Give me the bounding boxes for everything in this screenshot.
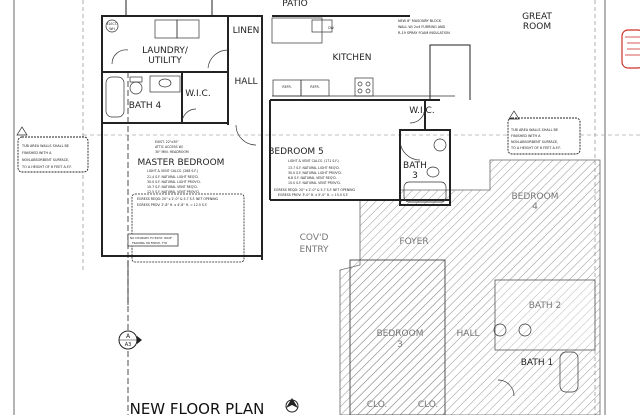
svg-text:LIGHT & VENT CALCS. (171 S.F.): LIGHT & VENT CALCS. (171 S.F.) (288, 159, 339, 163)
svg-text:WALL W/ 2x4 FURRING AND: WALL W/ 2x4 FURRING AND (398, 25, 446, 29)
room-clo-1: CLO. (367, 400, 388, 410)
svg-text:EGRESS REQD: 20" x 2'-0" & 5.7: EGRESS REQD: 20" x 2'-0" & 5.7 S.F. NET … (274, 188, 356, 192)
attic-note: EXIST. 22"x30" ATTIC ACCESS W/ 30" MIN. … (155, 140, 189, 154)
revision-cloud (131, 193, 245, 263)
section-marker-top: A (126, 333, 131, 340)
room-bedroom3-1: BEDROOM (377, 329, 424, 339)
svg-text:FINISHED WITH A: FINISHED WITH A (22, 151, 52, 155)
tub-note-left: TUB AREA WALLS SHALL BE FINISHED WITH A … (21, 144, 72, 169)
tub-note-right-cloud (507, 117, 581, 155)
svg-text:EGRESS PROV: 2'-8" H. x 4'-8": EGRESS PROV: 2'-8" H. x 4'-8" H. = 12.5 … (137, 203, 207, 207)
room-foyer: FOYER (399, 237, 428, 247)
svg-text:30.0 S.F. NATURAL LIGHT PROV'D: 30.0 S.F. NATURAL LIGHT PROV'D. (288, 171, 342, 175)
tub-note-right: TUB AREA WALLS SHALL BE FINISHED WITH A … (510, 128, 561, 150)
room-linen: LINEN (233, 26, 260, 36)
refr-label-1: REFR. (282, 85, 291, 89)
svg-text:NON-ABSORBENT SURFACE,: NON-ABSORBENT SURFACE, (22, 158, 69, 162)
svg-text:10.7 S.F. NATURAL VENT REQ'D.: 10.7 S.F. NATURAL VENT REQ'D. (147, 185, 198, 189)
door-swings (111, 49, 515, 397)
room-great-room-1: GREAT (522, 12, 552, 22)
north-arrow-icon (285, 398, 299, 413)
warning-icon (508, 110, 520, 120)
svg-text:TUB AREA WALLS SHALL BE: TUB AREA WALLS SHALL BE (21, 144, 69, 148)
room-bath4: BATH 4 (129, 101, 162, 111)
fixtures (105, 17, 579, 393)
room-bedroom4-2: 4 (532, 202, 538, 212)
room-bedroom4-1: BEDROOM (512, 192, 559, 202)
svg-text:TO A HEIGHT OF 6 FEET A.F.F.: TO A HEIGHT OF 6 FEET A.F.F. (510, 146, 561, 150)
warning-icon (16, 126, 28, 136)
svg-text:NEW 8" MASONRY BLOCK: NEW 8" MASONRY BLOCK (398, 19, 442, 23)
room-bath1: BATH 1 (521, 358, 553, 368)
svg-text:15.0 S.F. NATURAL VENT PROV'D.: 15.0 S.F. NATURAL VENT PROV'D. (288, 181, 341, 185)
room-bath3-2: 3 (412, 171, 418, 181)
room-laundry-1: LAUNDRY/ (142, 46, 189, 56)
svg-text:R-19 SPRAY FOAM INSULATION: R-19 SPRAY FOAM INSULATION (398, 31, 450, 35)
approval-stamp-marks (625, 36, 640, 56)
svg-text:30.0 S.F. NATURAL LIGHT PROV'D: 30.0 S.F. NATURAL LIGHT PROV'D. (147, 180, 201, 184)
svg-text:6.8 S.F. NATURAL VENT REQ'D.: 6.8 S.F. NATURAL VENT REQ'D. (288, 176, 337, 180)
room-laundry-2: UTILITY (148, 56, 182, 66)
svg-text:NON-ABSORBENT SURFACE,: NON-ABSORBENT SURFACE, (511, 140, 558, 144)
svg-text:13.7 S.F. NATURAL LIGHT REQ'D.: 13.7 S.F. NATURAL LIGHT REQ'D. (288, 166, 340, 170)
svg-text:EGRESS REQD: 20" x 2'-0" & 5.7: EGRESS REQD: 20" x 2'-0" & 5.7 S.F. NET … (137, 197, 219, 201)
room-wic-master: W.I.C. (185, 89, 210, 99)
room-master-bedroom: MASTER BEDROOM (138, 158, 225, 168)
room-covd-entry-1: COV'D (300, 233, 329, 243)
existing-hatched-area (339, 159, 601, 415)
masonry-note: NEW 8" MASONRY BLOCK WALL W/ 2x4 FURRING… (398, 19, 450, 35)
room-bath3-1: BATH (403, 161, 427, 171)
room-kitchen: KITCHEN (333, 53, 372, 63)
master-calcs: LIGHT & VENT CALCS. (268 S.F.) 21.4 S.F.… (137, 169, 219, 207)
room-wic-bed5: W.I.C. (409, 106, 434, 116)
section-marker: A A3 (118, 260, 142, 350)
svg-text:LIGHT & VENT CALCS. (268 S.F.): LIGHT & VENT CALCS. (268 S.F.) (147, 169, 198, 173)
svg-text:EGRESS PROV: 3'-0" H. x 5'-0": EGRESS PROV: 3'-0" H. x 5'-0" H. = 15.0 … (278, 193, 348, 197)
svg-text:NO CHANGES TO EXIST. ROOF: NO CHANGES TO EXIST. ROOF (130, 236, 172, 240)
room-great-room-2: ROOM (523, 22, 551, 32)
drawing-title: NEW FLOOR PLAN (130, 400, 265, 415)
room-bedroom5: BEDROOM 5 (268, 147, 324, 157)
svg-text:FRAMING OR FINISH, TYP.: FRAMING OR FINISH, TYP. (132, 241, 167, 245)
section-marker-bottom: A3 (125, 342, 132, 348)
room-hall-lower: HALL (457, 329, 480, 339)
room-bath2: BATH 2 (529, 301, 561, 311)
svg-text:21.4 S.F. NATURAL LIGHT REQ'D.: 21.4 S.F. NATURAL LIGHT REQ'D. (147, 175, 199, 179)
bedroom5-calcs: LIGHT & VENT CALCS. (171 S.F.) 13.7 S.F.… (274, 159, 356, 197)
svg-text:30" MIN. HEADROOM: 30" MIN. HEADROOM (155, 150, 189, 154)
refr-label-2: REFR. (310, 85, 319, 89)
elect-wh-label-2: WH (109, 27, 115, 31)
room-hall: HALL (235, 77, 258, 87)
svg-text:TO A HEIGHT OF 6 FEET A.F.F.: TO A HEIGHT OF 6 FEET A.F.F. (21, 165, 72, 169)
svg-text:ATTIC ACCESS W/: ATTIC ACCESS W/ (155, 145, 184, 149)
room-clo-2: CLO. (418, 400, 439, 410)
no-changes-box (127, 233, 179, 247)
room-patio: PATIO (282, 0, 308, 9)
svg-text:EXIST. 22"x30": EXIST. 22"x30" (155, 140, 179, 144)
room-bedroom3-2: 3 (397, 340, 403, 350)
tub-note-left-cloud (17, 136, 89, 173)
svg-text:12.5 S.F. NATURAL VENT PROV'D.: 12.5 S.F. NATURAL VENT PROV'D. (147, 190, 200, 194)
svg-text:TUB AREA WALLS SHALL BE: TUB AREA WALLS SHALL BE (510, 128, 558, 132)
svg-text:FINISHED WITH A: FINISHED WITH A (511, 134, 541, 138)
elect-wh-label-1: ELECT. (107, 22, 118, 26)
room-covd-entry-2: ENTRY (299, 245, 329, 255)
dw-label: DW (328, 26, 334, 30)
no-changes-note: NO CHANGES TO EXIST. ROOF FRAMING OR FIN… (130, 236, 172, 245)
